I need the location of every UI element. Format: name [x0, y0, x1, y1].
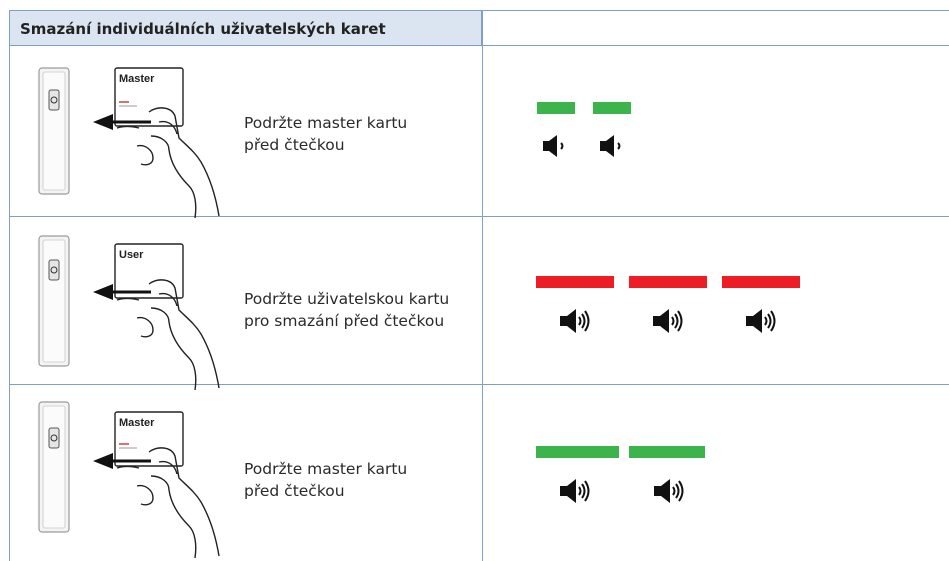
- table-row: User Podržte uživatelskou kartu pro smaz…: [9, 216, 949, 390]
- card-label: Master: [119, 73, 155, 85]
- speaker-long-icon: [560, 479, 590, 503]
- led-bar-icon: [629, 446, 705, 458]
- speaker-long-icon: [560, 309, 590, 333]
- card-label: Master: [119, 417, 155, 429]
- instruction-text: Podržte uživatelskou kartu pro smazání p…: [244, 290, 450, 330]
- led-bar-icon: [536, 276, 614, 288]
- led-bar-icon: [593, 102, 631, 114]
- led-bar-icon: [722, 276, 800, 288]
- table-row: Master Podržte master kartu před čtečkou: [9, 46, 949, 220]
- table-header: Smazání individuálních uživatelských kar…: [9, 10, 482, 46]
- arrow-left-icon: [93, 114, 151, 130]
- card-reader-icon: [38, 235, 70, 367]
- card-reader-icon: [38, 67, 70, 195]
- hand-holding-card-icon: Master: [38, 401, 220, 558]
- hand-holding-card-icon: Master: [38, 67, 220, 219]
- led-bar-icon: [536, 446, 619, 458]
- led-bar-icon: [537, 102, 575, 114]
- card-label: User: [119, 249, 144, 261]
- arrow-left-icon: [93, 284, 151, 300]
- speaker-long-icon: [746, 309, 776, 333]
- speaker-long-icon: [654, 479, 684, 503]
- card-reader-icon: [38, 401, 70, 533]
- table-title: Smazání individuálních uživatelských kar…: [20, 20, 386, 38]
- table-header-empty-cell: [482, 10, 949, 46]
- speaker-short-icon: [600, 135, 621, 157]
- table-border-left: [9, 10, 10, 561]
- instruction-text: Podržte master kartu před čtečkou: [244, 114, 408, 154]
- row-divider: [9, 384, 949, 385]
- instruction-text: Podržte master kartu před čtečkou: [244, 460, 408, 500]
- arrow-left-icon: [93, 453, 151, 469]
- table-row: Master Podržte master kartu před čtečkou: [9, 384, 949, 558]
- speaker-short-icon: [543, 135, 564, 157]
- row-divider: [9, 216, 949, 217]
- hand-holding-card-icon: User: [38, 235, 220, 390]
- led-bar-icon: [629, 276, 707, 288]
- speaker-long-icon: [653, 309, 683, 333]
- table-column-divider: [482, 10, 483, 561]
